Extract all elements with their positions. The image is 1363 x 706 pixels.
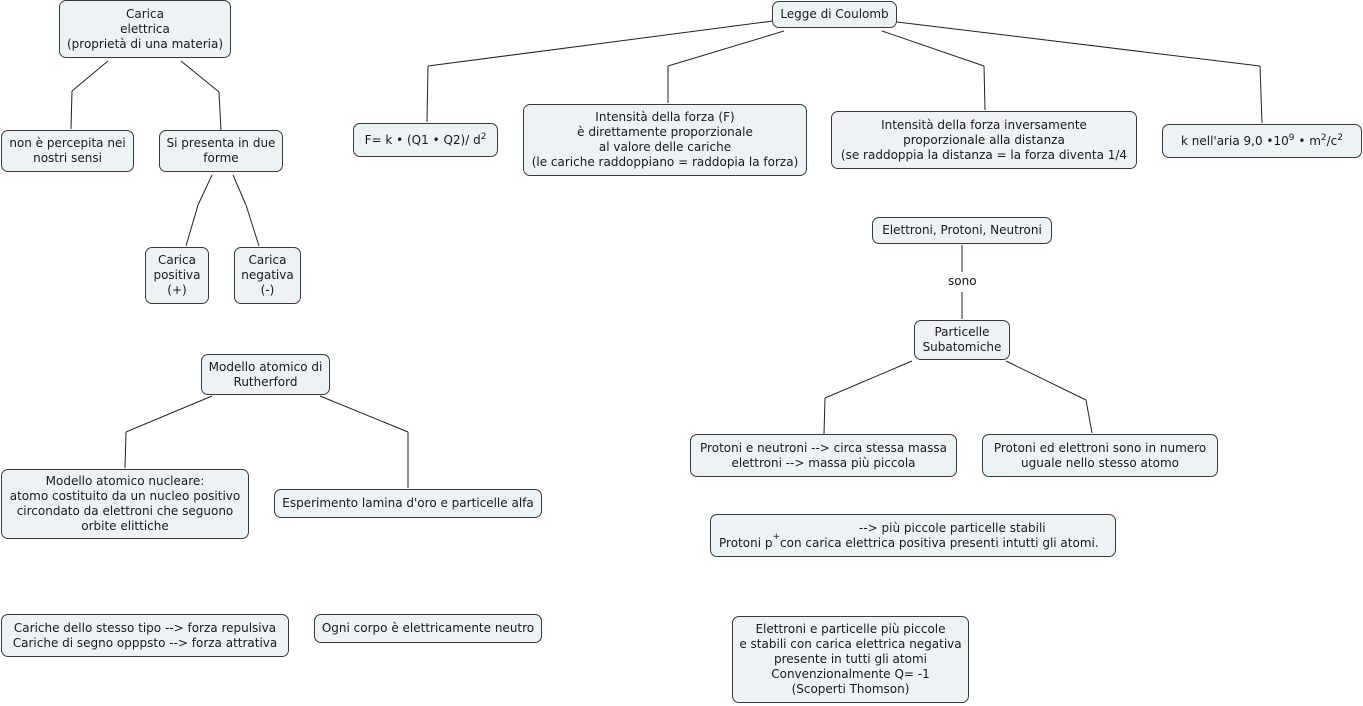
carica-positiva-node[interactable]: Carica positiva (+)	[145, 247, 209, 304]
si-presenta-node[interactable]: Si presenta in due forme	[159, 130, 283, 172]
non-percepita-node[interactable]: non è percepita nei nostri sensi	[1, 130, 134, 172]
elettricamente-neutro-node[interactable]: Ogni corpo è elettricamente neutro	[314, 614, 542, 643]
carica-negativa-node[interactable]: Carica negativa (-)	[234, 247, 301, 304]
particelle-subatomiche-node[interactable]: Particelle Subatomiche	[914, 320, 1010, 360]
k-text-2: • m	[1298, 133, 1321, 148]
sono-link-label: sono	[946, 274, 979, 288]
modello-nucleare-node[interactable]: Modello atomico nucleare: atomo costitui…	[1, 469, 249, 539]
intensita-inversa-node[interactable]: Intensità della forza inversamente propo…	[831, 111, 1137, 169]
k-text-3: /c	[1326, 133, 1338, 148]
protoni-p-node[interactable]: --> più piccole particelle stabili Proto…	[710, 514, 1116, 557]
elettroni-protoni-neutroni-node[interactable]: Elettroni, Protoni, Neutroni	[872, 217, 1052, 244]
cariche-forza-node[interactable]: Cariche dello stesso tipo --> forza repu…	[1, 614, 289, 657]
protoni-p-line-1: --> più piccole particelle stabili	[859, 520, 1046, 535]
protoni-p-label: Protoni p	[719, 535, 773, 550]
elettroni-particelle-node[interactable]: Elettroni e particelle più piccole e sta…	[732, 616, 969, 703]
protoni-neutroni-massa-node[interactable]: Protoni e neutroni --> circa stessa mass…	[690, 434, 957, 477]
legge-coulomb-node[interactable]: Legge di Coulomb	[772, 1, 897, 28]
protoni-elettroni-numero-node[interactable]: Protoni ed elettroni sono in numero ugua…	[982, 434, 1218, 477]
intensita-diretta-node[interactable]: Intensità della forza (F) è direttamente…	[523, 104, 807, 176]
esperimento-node[interactable]: Esperimento lamina d'oro e particelle al…	[274, 489, 542, 518]
rutherford-node[interactable]: Modello atomico di Rutherford	[201, 354, 330, 395]
protoni-p-superscript: +	[772, 531, 781, 542]
k-text-1: k nell'aria 9,0 •10	[1180, 133, 1289, 148]
protoni-p-line-2: con carica elettrica positiva presenti i…	[780, 535, 1099, 550]
carica-elettrica-node[interactable]: Carica elettrica (proprietà di una mater…	[59, 0, 231, 58]
formula-text: F= k • (Q1 • Q2)/ d	[364, 132, 481, 147]
